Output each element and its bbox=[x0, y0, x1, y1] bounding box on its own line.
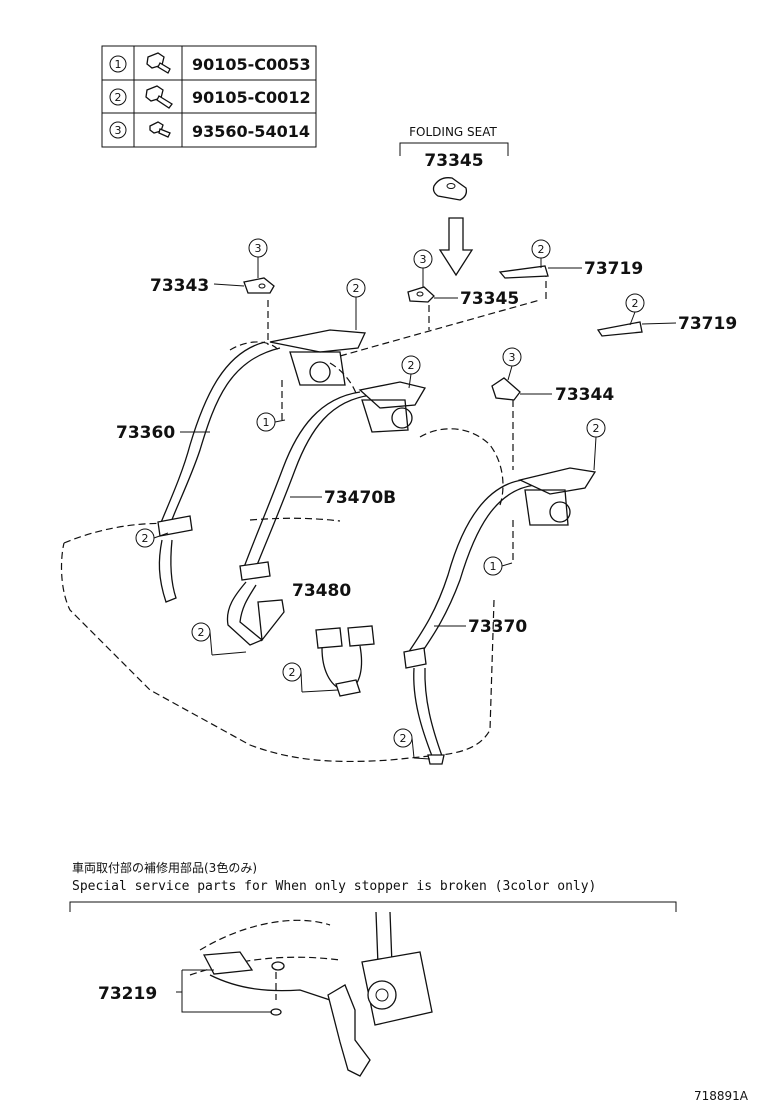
callout-2-d: 2 bbox=[408, 359, 415, 372]
callout-2-a: 2 bbox=[353, 282, 360, 295]
callout-2-g: 2 bbox=[198, 626, 205, 639]
callout-1-b: 1 bbox=[490, 560, 497, 573]
fastener-table: 1 2 3 90105-C0053 90105-C0012 93560-5401… bbox=[101, 45, 317, 148]
seat-belt-73360 bbox=[157, 329, 366, 603]
part-73219-label: 73219 bbox=[98, 984, 157, 1004]
callout-3-b: 3 bbox=[420, 253, 427, 266]
stopper-73345-icon bbox=[407, 286, 435, 303]
arrow-down-icon bbox=[438, 217, 474, 277]
callout-2-h: 2 bbox=[289, 666, 296, 679]
part-73343-label: 73343 bbox=[150, 276, 209, 296]
stopper-73344-icon bbox=[491, 377, 521, 401]
callout-1-a: 1 bbox=[263, 416, 270, 429]
special-note-japanese: 車両取付部の補修用部品(3色のみ) bbox=[72, 860, 257, 875]
part-73470b-label: 73470B bbox=[324, 488, 396, 508]
folding-seat-inset: FOLDING SEAT 73345 bbox=[399, 125, 509, 277]
bracket-73719-a-icon bbox=[498, 265, 549, 279]
part-73360-label: 73360 bbox=[116, 423, 175, 443]
part-73345-top-label: 73345 bbox=[424, 151, 483, 171]
folding-seat-label: FOLDING SEAT bbox=[409, 125, 497, 139]
part-73719-b-label: 73719 bbox=[678, 314, 737, 334]
bolt-icon-1 bbox=[146, 52, 171, 74]
diagram-id: 718891A bbox=[694, 1089, 749, 1103]
callout-3-c: 3 bbox=[509, 351, 516, 364]
table-index-1: 1 bbox=[115, 58, 122, 71]
callout-2-c: 2 bbox=[632, 297, 639, 310]
part-73480-label: 73480 bbox=[292, 581, 351, 601]
rear-seat-outline bbox=[60, 428, 504, 763]
seat-belt-73370 bbox=[403, 467, 597, 765]
callout-2-b: 2 bbox=[538, 243, 545, 256]
buckle-73480 bbox=[315, 625, 375, 697]
table-part-no-2: 90105-C0012 bbox=[192, 88, 311, 107]
table-part-no-1: 90105-C0053 bbox=[192, 55, 311, 74]
table-index-3: 3 bbox=[115, 124, 122, 137]
part-73345-label: 73345 bbox=[460, 289, 519, 309]
part-73344-label: 73344 bbox=[555, 385, 614, 405]
callout-2-i: 2 bbox=[400, 732, 407, 745]
bracket-73719-b-icon bbox=[596, 321, 643, 337]
seat-belt-73470b bbox=[226, 381, 427, 646]
table-index-2: 2 bbox=[115, 91, 122, 104]
callout-3-a: 3 bbox=[255, 242, 262, 255]
callout-2-e: 2 bbox=[593, 422, 600, 435]
bolt-icon-2 bbox=[145, 85, 173, 109]
special-note-english: Special service parts for When only stop… bbox=[72, 879, 596, 894]
part-73719-a-label: 73719 bbox=[584, 259, 643, 279]
part-73370-label: 73370 bbox=[468, 617, 527, 637]
table-part-no-3: 93560-54014 bbox=[192, 122, 310, 141]
special-service-section: 車両取付部の補修用部品(3色のみ) Special service parts … bbox=[69, 860, 677, 1077]
callout-2-f: 2 bbox=[142, 532, 149, 545]
screw-icon-3 bbox=[149, 121, 171, 138]
